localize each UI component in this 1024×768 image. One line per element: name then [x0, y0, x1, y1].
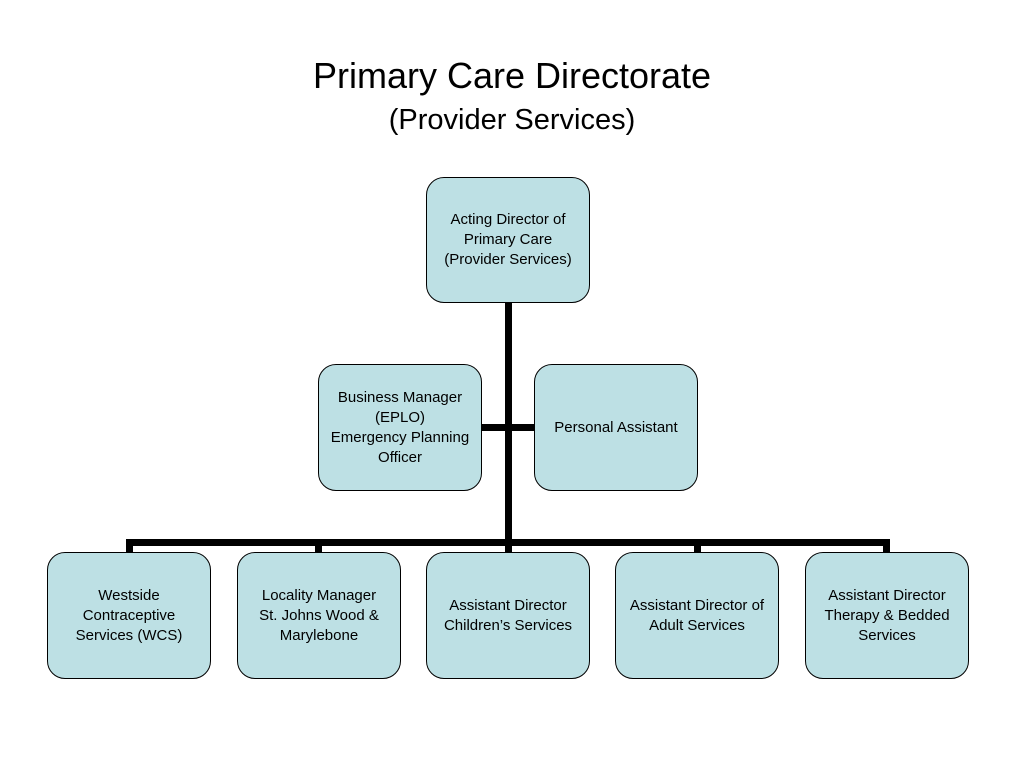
node-therapy-bedded: Assistant Director Therapy & Bedded Serv… [805, 552, 969, 679]
node-personal-assistant: Personal Assistant [534, 364, 698, 491]
connector-drop-locality [315, 539, 322, 553]
node-locality-manager: Locality Manager St. Johns Wood & Maryle… [237, 552, 401, 679]
page-title: Primary Care Directorate [312, 55, 712, 96]
page-subtitle: (Provider Services) [388, 104, 636, 136]
connector-drop-westside [126, 539, 133, 553]
connector-drop-children [505, 539, 512, 553]
connector-assistants [482, 424, 534, 431]
connector-drop-therapy [883, 539, 890, 553]
node-acting-director: Acting Director of Primary Care (Provide… [426, 177, 590, 303]
node-children-services: Assistant Director Children’s Services [426, 552, 590, 679]
node-westside-contraceptive: Westside Contraceptive Services (WCS) [47, 552, 211, 679]
connector-drop-adult [694, 539, 701, 553]
node-business-manager: Business Manager (EPLO) Emergency Planni… [318, 364, 482, 491]
node-adult-services: Assistant Director of Adult Services [615, 552, 779, 679]
